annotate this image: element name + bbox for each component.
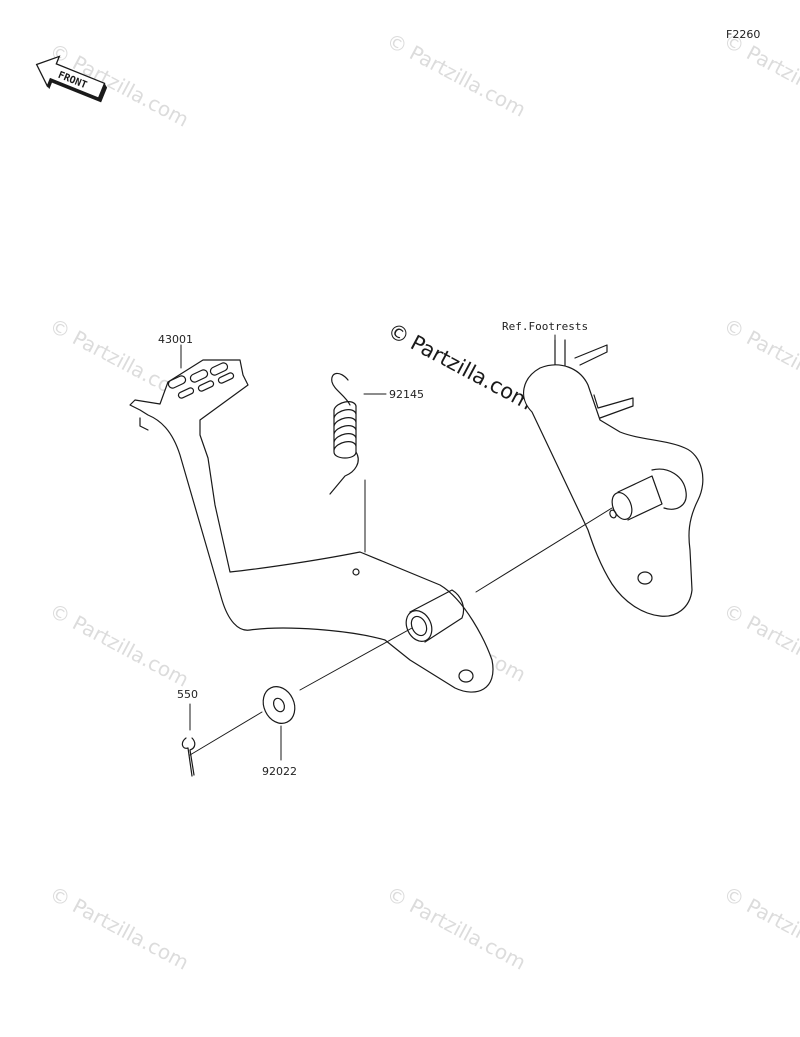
watermark-text: Partzilla.com bbox=[406, 893, 530, 974]
watermark-main-symbol: © bbox=[384, 318, 414, 349]
front-direction-badge: FRONT bbox=[35, 55, 108, 103]
callout-cotter-pin: 550 bbox=[177, 688, 198, 701]
watermark-text: Partzilla.com bbox=[743, 893, 800, 974]
watermark-text: Partzilla.com bbox=[69, 610, 193, 691]
watermark-text: Partzilla.com bbox=[69, 893, 193, 974]
watermark-symbol: © bbox=[46, 881, 75, 912]
callout-spring: 92145 bbox=[389, 388, 424, 401]
washer bbox=[262, 686, 296, 724]
callout-pedal: 43001 bbox=[158, 333, 193, 346]
watermark-text: Partzilla.com bbox=[743, 325, 800, 406]
watermark-symbol: © bbox=[720, 598, 749, 629]
assembly-lines bbox=[180, 334, 613, 761]
callout-footrests: Ref.Footrests bbox=[502, 320, 588, 333]
watermark-symbol: © bbox=[720, 313, 749, 344]
watermark-text: Partzilla.com bbox=[406, 40, 530, 121]
footrest-bracket bbox=[523, 339, 704, 617]
callout-washer: 92022 bbox=[262, 765, 297, 778]
watermark-text: Partzilla.com bbox=[743, 40, 800, 121]
watermark-symbol: © bbox=[46, 313, 75, 344]
return-spring bbox=[329, 372, 359, 495]
watermark-symbol: © bbox=[383, 28, 412, 59]
watermark-main-text: Partzilla.com bbox=[407, 330, 537, 414]
cotter-pin bbox=[181, 737, 196, 777]
watermark-symbol: © bbox=[720, 881, 749, 912]
watermark-text: Partzilla.com bbox=[743, 610, 800, 691]
brake-pedal bbox=[129, 359, 494, 693]
figure-code: F2260 bbox=[726, 28, 760, 41]
watermark-symbol: © bbox=[383, 881, 412, 912]
watermark-symbol: © bbox=[46, 598, 75, 629]
